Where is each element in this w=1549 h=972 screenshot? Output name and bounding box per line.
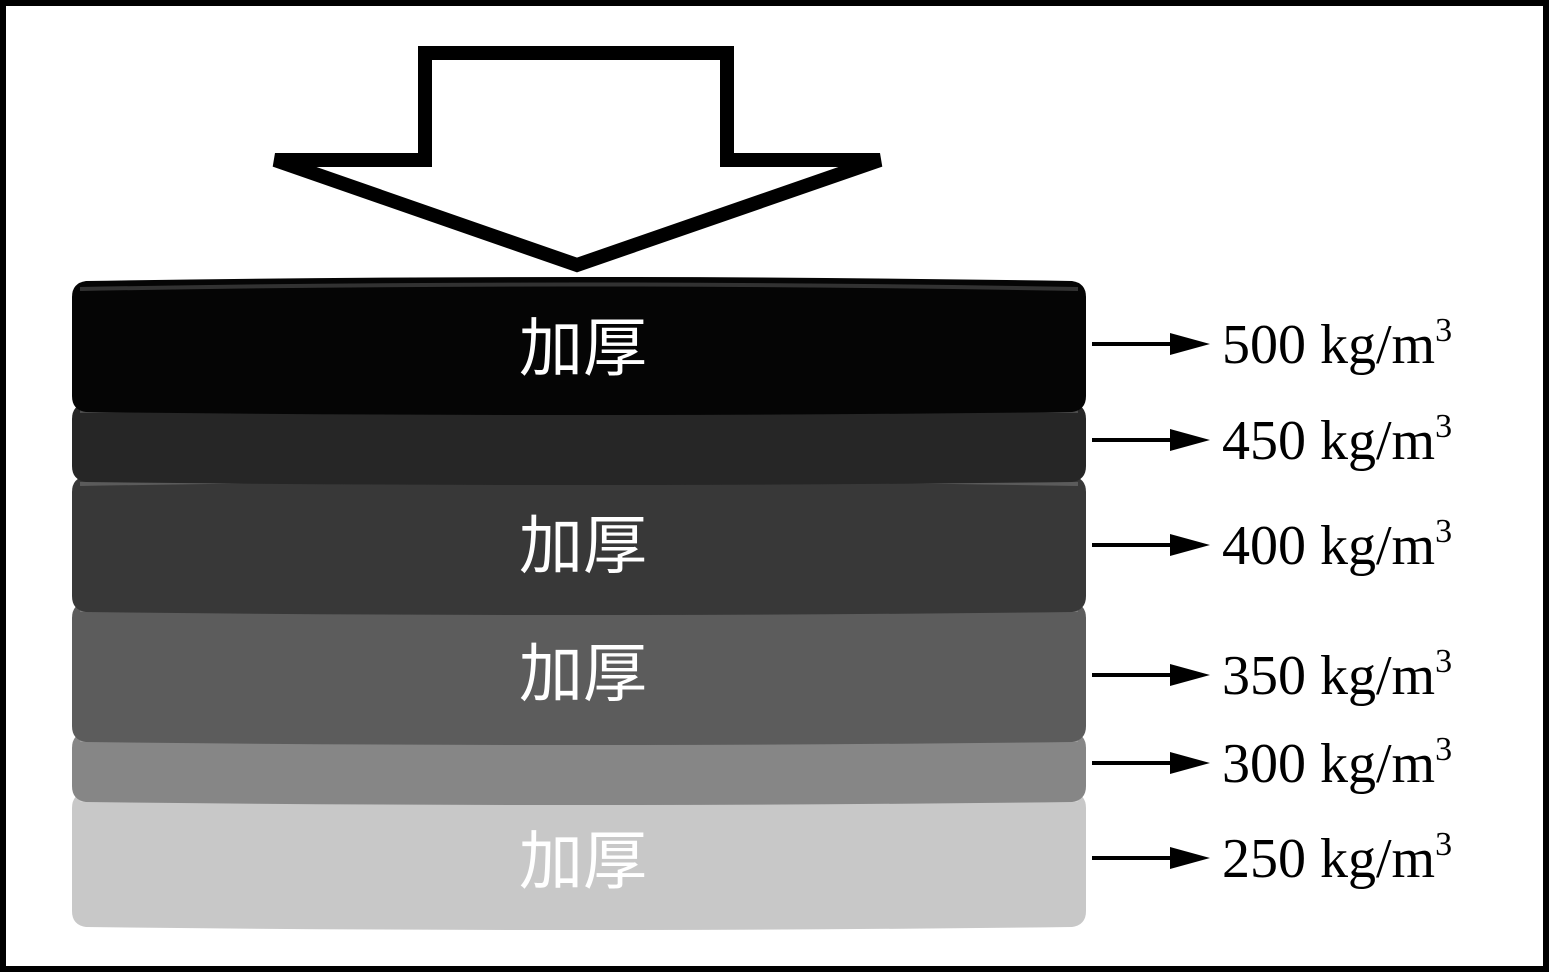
unit-exponent: 3 <box>1435 643 1452 680</box>
density-unit: kg/m <box>1320 645 1435 707</box>
layer-label: 加厚 <box>519 313 647 387</box>
layer-body <box>72 788 1086 930</box>
density-unit: kg/m <box>1320 733 1435 795</box>
down-arrow-outline-icon <box>272 46 883 273</box>
density-unit: kg/m <box>1320 828 1435 890</box>
layer-body <box>72 399 1086 485</box>
density-unit: kg/m <box>1320 515 1435 577</box>
density-value: 350 <box>1222 645 1306 707</box>
layer-band-250: 加厚 <box>72 788 1086 930</box>
layer-band-500: 加厚 <box>72 277 1086 415</box>
layer-body <box>72 472 1086 615</box>
unit-exponent: 3 <box>1435 408 1452 445</box>
right-arrowhead-icon <box>1170 664 1210 686</box>
density-unit: kg/m <box>1320 314 1435 376</box>
right-arrowhead-icon <box>1170 847 1210 869</box>
right-arrowhead-icon <box>1170 752 1210 774</box>
layer-body <box>72 277 1086 415</box>
layer-band-350: 加厚 <box>72 598 1086 745</box>
density-value: 400 <box>1222 515 1306 577</box>
layer-body <box>72 598 1086 745</box>
layer-band-400: 加厚 <box>72 472 1086 615</box>
density-value: 450 <box>1222 410 1306 472</box>
layer-label: 加厚 <box>519 826 647 900</box>
unit-exponent: 3 <box>1435 826 1452 863</box>
unit-exponent: 3 <box>1435 312 1452 349</box>
density-value: 300 <box>1222 733 1306 795</box>
unit-exponent: 3 <box>1435 513 1452 550</box>
layer-label: 加厚 <box>519 638 647 712</box>
layer-highlight <box>79 282 1079 291</box>
right-arrowhead-icon <box>1170 429 1210 451</box>
right-arrowhead-icon <box>1170 534 1210 556</box>
unit-exponent: 3 <box>1435 731 1452 768</box>
density-value: 500 <box>1222 314 1306 376</box>
right-arrowhead-icon <box>1170 333 1210 355</box>
density-unit: kg/m <box>1320 410 1435 472</box>
layer-label: 加厚 <box>519 510 647 584</box>
layer-body <box>72 728 1086 805</box>
density-value: 250 <box>1222 828 1306 890</box>
